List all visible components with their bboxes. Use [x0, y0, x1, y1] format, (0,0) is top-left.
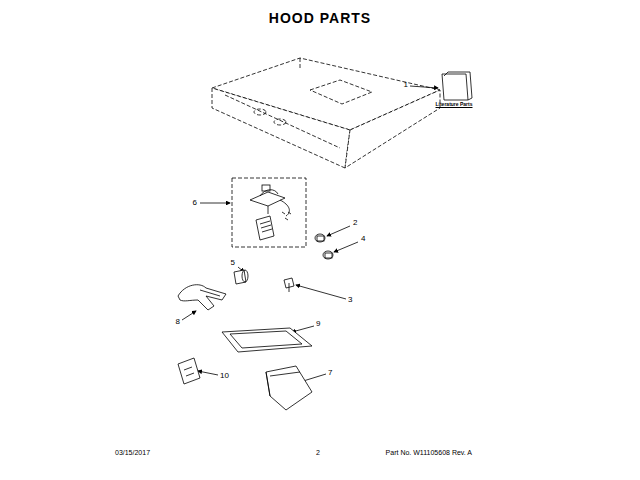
callout-number: 4: [361, 235, 365, 244]
wiring-kit: [232, 178, 306, 247]
switch: [284, 278, 294, 292]
callout-number: 9: [316, 320, 320, 329]
range-hood: [212, 58, 440, 168]
callout-number: 10: [220, 372, 229, 381]
callout-number: 6: [193, 199, 197, 208]
filter-tray: [222, 328, 312, 352]
callout-number: 3: [348, 296, 352, 305]
literature-book: [442, 72, 472, 100]
part-number: Part No. W11105608 Rev. A: [386, 449, 472, 457]
callout-number: 2: [353, 219, 357, 228]
bracket: [178, 358, 200, 384]
light-lens: [266, 366, 312, 410]
callout-number: 7: [328, 369, 332, 378]
knob: [315, 234, 325, 242]
part-label: Literature Parts: [436, 102, 473, 108]
page-number: 2: [316, 449, 320, 457]
lamp-socket: [234, 270, 248, 284]
light-bracket: [178, 285, 226, 310]
callout-number: 8: [176, 318, 180, 327]
knob: [323, 251, 333, 259]
callout-number: 5: [231, 259, 235, 268]
callout-number: 1: [404, 81, 408, 90]
page-title: HOOD PARTS: [269, 11, 371, 26]
footer-date: 03/15/2017: [115, 449, 150, 457]
